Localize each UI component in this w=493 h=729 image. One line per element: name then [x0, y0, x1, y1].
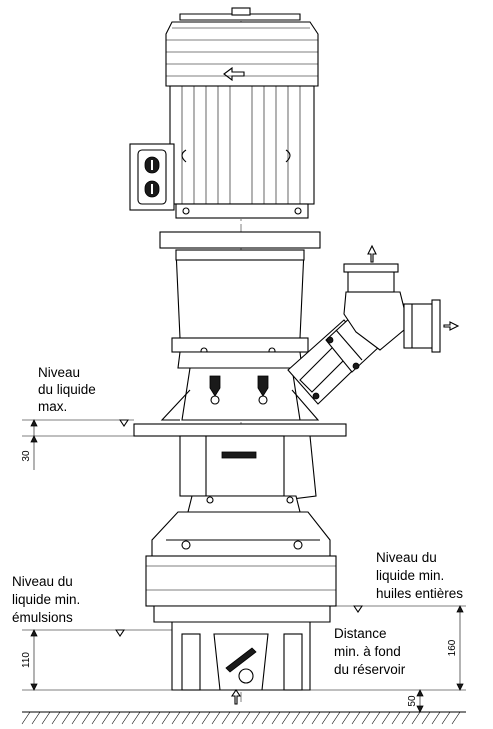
ground-hatching: [21, 711, 466, 725]
label-min-distance-line3: du réservoir: [334, 662, 406, 677]
pump-column: [179, 435, 301, 513]
label-min-emulsion: Niveau du liquide min. émulsions: [12, 574, 80, 625]
dimension-110: 110: [21, 652, 32, 668]
terminal-box: [129, 143, 175, 211]
label-min-distance-line2: min. à fond: [334, 644, 401, 659]
label-max-level-line1: Niveau: [38, 365, 80, 380]
label-max-level: Niveau du liquide max.: [38, 365, 96, 414]
label-max-level-line2: du liquide: [38, 382, 96, 397]
motor: [165, 7, 319, 219]
label-min-emulsion-line1: Niveau du: [12, 574, 73, 589]
label-min-emulsion-line3: émulsions: [12, 610, 73, 625]
label-min-oil-line3: huiles entières: [376, 586, 463, 601]
label-min-oil-line1: Niveau du: [376, 550, 437, 565]
dimension-lines: [30, 419, 464, 713]
label-min-emulsion-line2: liquide min.: [12, 592, 80, 607]
label-min-oil: Niveau du liquide min. huiles entières: [376, 550, 463, 601]
label-min-distance-line1: Distance: [334, 626, 387, 641]
bearing-housing: [160, 351, 320, 421]
dimension-160: 160: [447, 639, 458, 656]
label-min-distance: Distance min. à fond du réservoir: [334, 626, 406, 677]
dimension-50: 50: [407, 695, 418, 707]
label-min-oil-line2: liquide min.: [376, 568, 444, 583]
dimension-30: 30: [21, 450, 32, 462]
motor-flange: [159, 231, 321, 355]
level-lines: [22, 419, 466, 691]
discharge-pipe: [263, 244, 460, 501]
mounting-plate: [133, 423, 347, 437]
pump-housing: [145, 511, 337, 705]
label-max-level-line3: max.: [38, 399, 67, 414]
